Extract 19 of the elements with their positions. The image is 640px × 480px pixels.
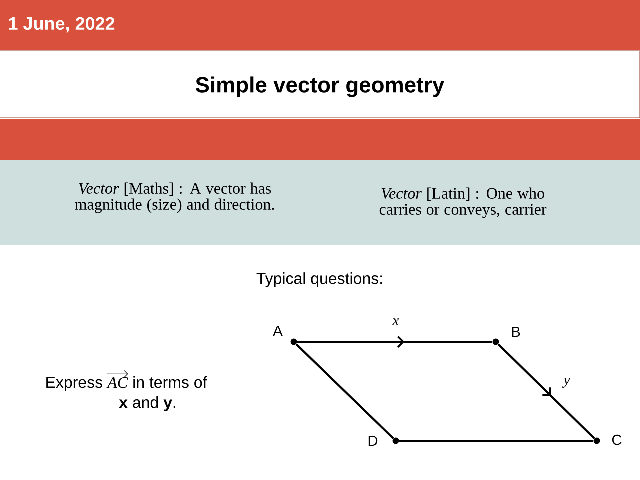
vertex-label: C xyxy=(612,434,622,446)
question-text: Express xyxy=(46,377,102,392)
question-text: x and y. xyxy=(119,396,176,412)
vertex-label: D xyxy=(368,436,378,446)
vector-name: AC xyxy=(106,377,128,388)
edge-label: x xyxy=(392,318,400,326)
vertex-point xyxy=(594,438,600,444)
slide-title: Simple vector geometry xyxy=(196,76,445,98)
vertex-label: B xyxy=(512,326,520,338)
date-text: 1 June, 2022 xyxy=(9,17,115,33)
edge-label: y xyxy=(562,378,570,388)
definition-text: Vector [Latin] : One who carries or conveys, carrier xyxy=(380,188,547,218)
question-text: in terms of xyxy=(134,376,208,388)
vertex-label: A xyxy=(273,326,283,336)
definition-text: Vector [Maths] : A vector has magnitude (size) and direction. xyxy=(75,182,274,214)
vertex-point xyxy=(492,338,500,346)
vertex-point xyxy=(392,438,400,444)
vertex-point xyxy=(290,338,298,346)
heading-text: Typical questions: xyxy=(256,272,382,288)
